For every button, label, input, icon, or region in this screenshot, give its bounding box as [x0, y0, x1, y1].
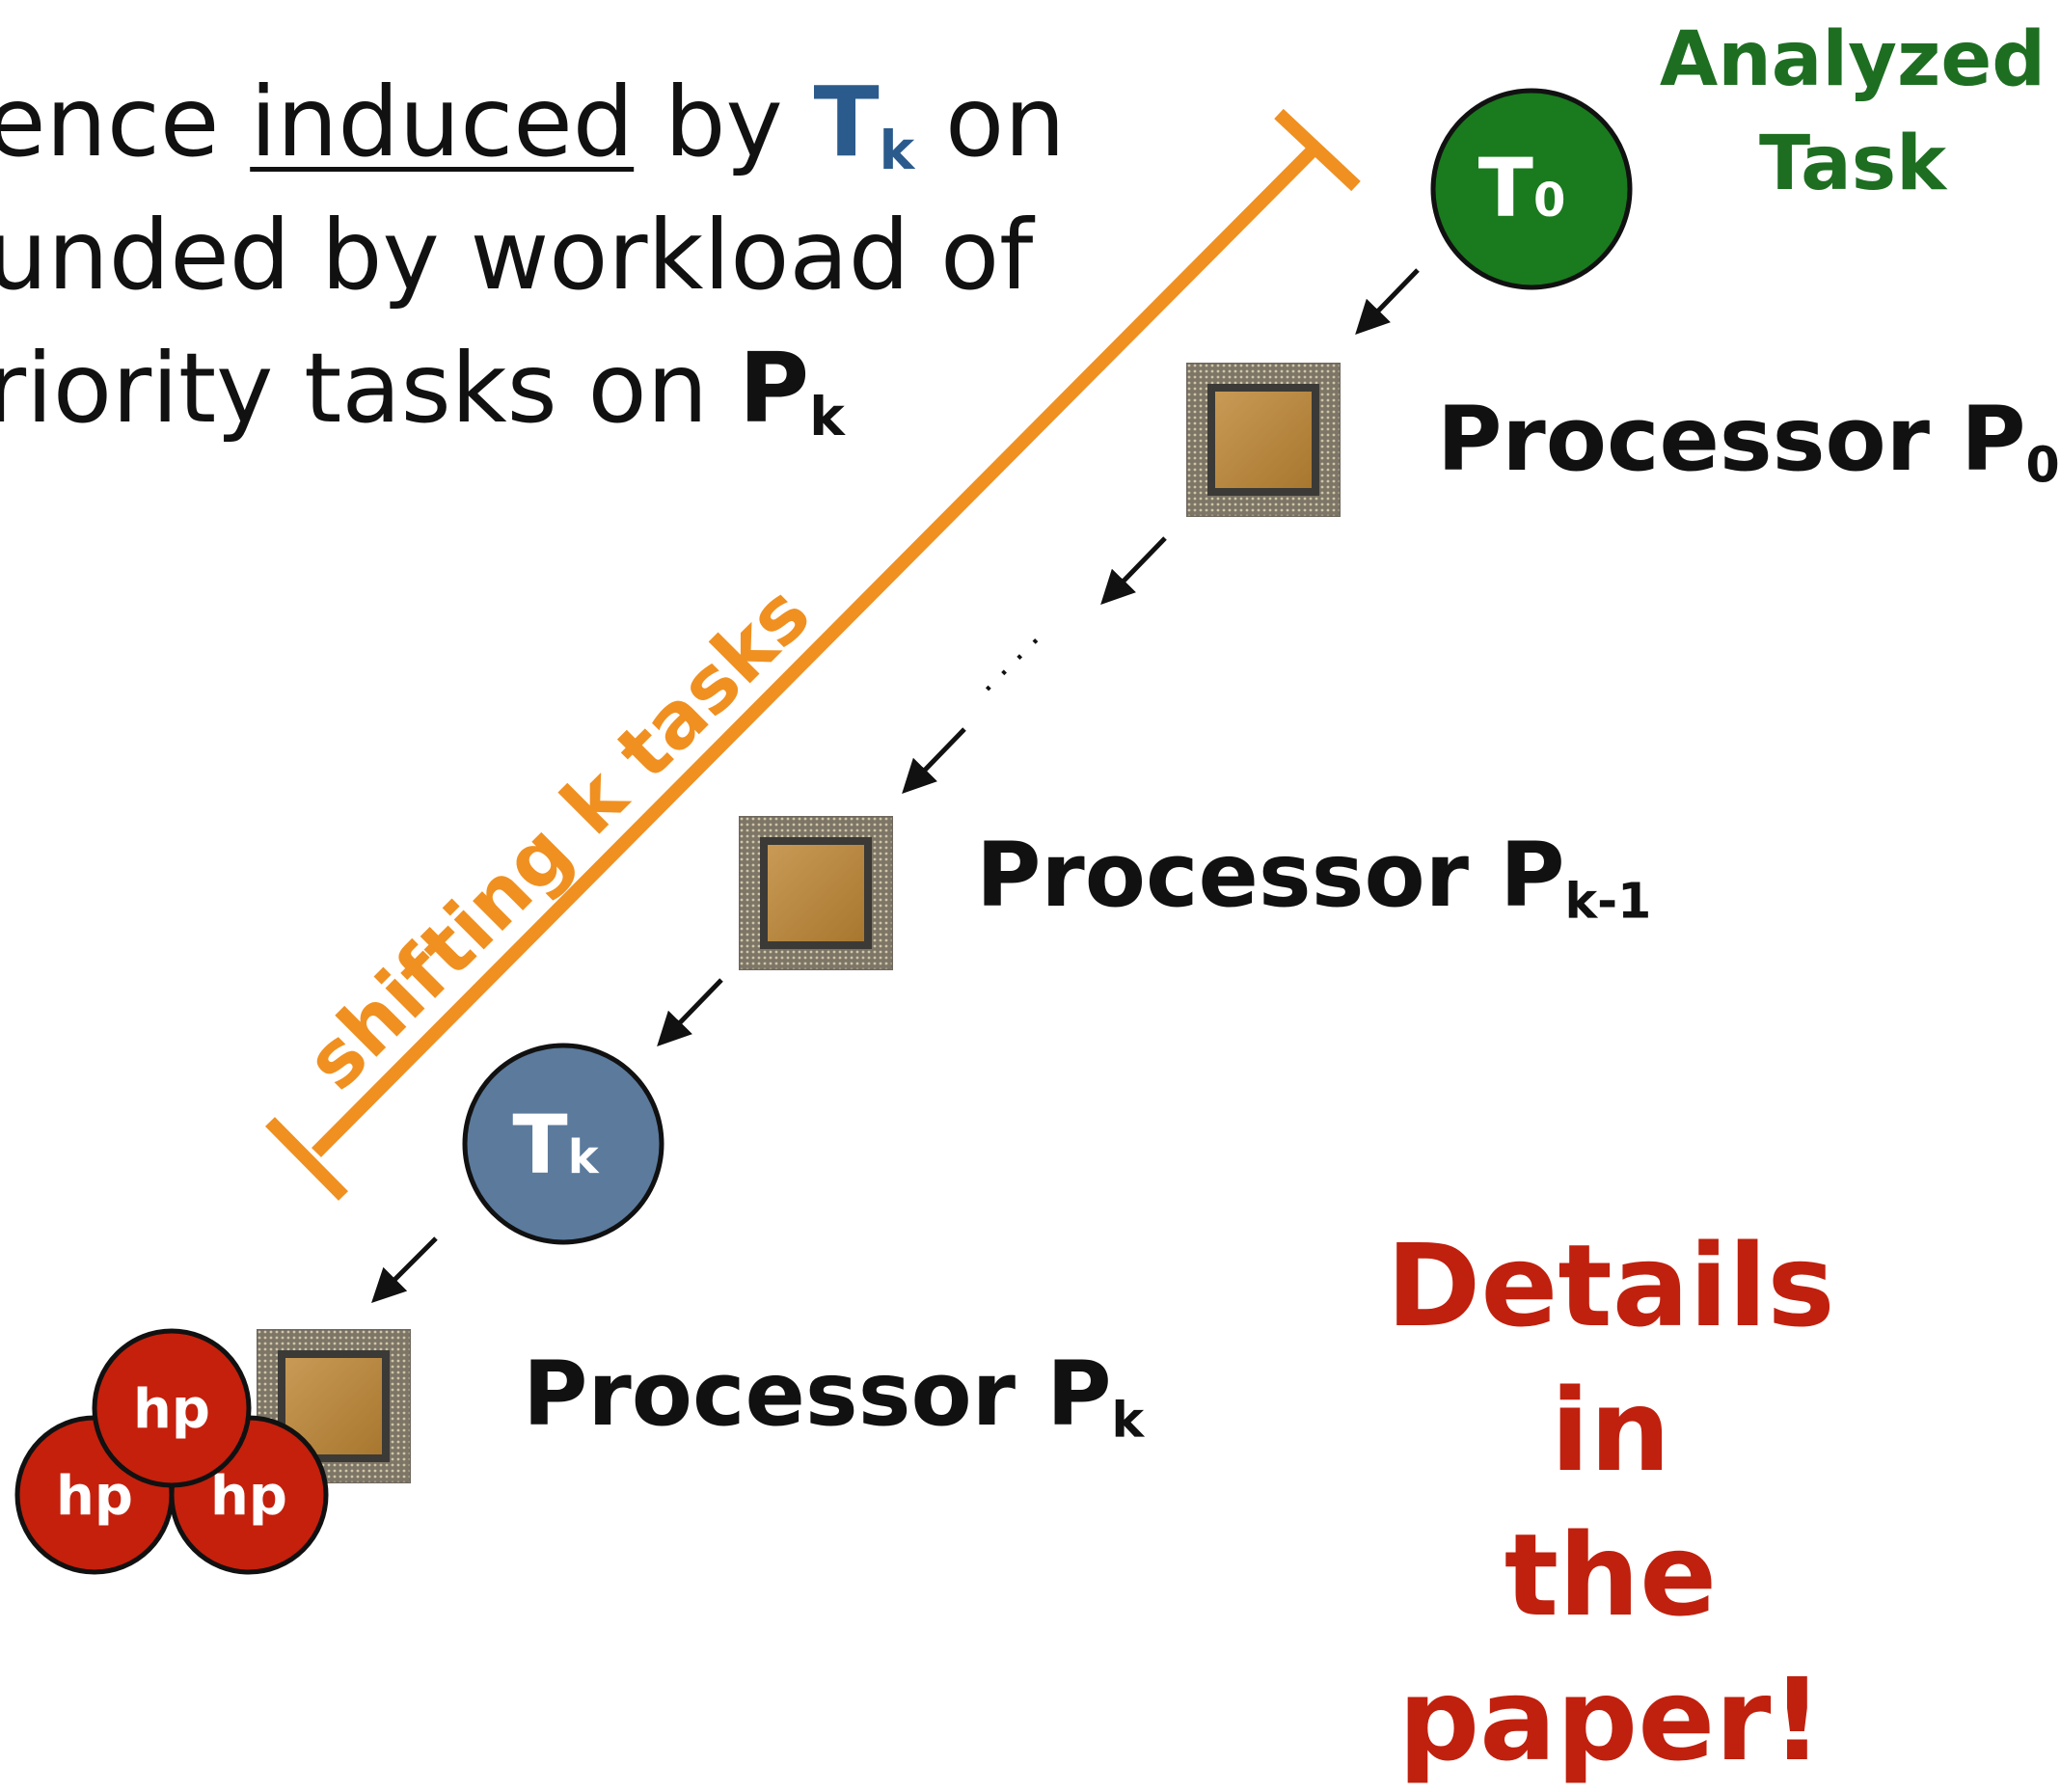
hp-node-top: hp — [92, 1328, 252, 1488]
node-tk: Tk — [462, 1043, 664, 1245]
arrow-tk-to-pk — [371, 1236, 438, 1303]
processor-p0-sub: 0 — [2025, 436, 2060, 494]
processor-p0-prefix: Processor — [1437, 388, 1962, 491]
processor-pk1-prefix: Processor — [976, 824, 1501, 927]
processor-label-pk: Processor Pk — [523, 1346, 1144, 1469]
processor-label-p0: Processor P0 — [1437, 392, 2060, 514]
intro-line-1-prefix: ence — [0, 66, 251, 178]
diagram-canvas: shifting k tasks · · · · T0 Tk hp hp — [14, 88, 1633, 1575]
intro-task-tk: Tk — [813, 66, 915, 181]
chip-icon-pk1 — [739, 816, 893, 970]
svg-text:Tk: Tk — [512, 1098, 599, 1192]
intro-line-1: ence induced by Tk on — [0, 56, 1066, 189]
tk-sub: k — [568, 1130, 600, 1184]
details-line-1: Details in — [1386, 1219, 1835, 1497]
intro-text: ence induced by Tk on unded by workload … — [0, 56, 1066, 455]
t0-sub: 0 — [1533, 174, 1565, 228]
processor-pk-main: P — [1046, 1343, 1112, 1446]
analyzed-task-label: Analyzed Task — [1655, 8, 2050, 216]
tk-main: T — [512, 1098, 567, 1192]
intro-task-sub: k — [879, 119, 915, 181]
chip-icon-p0 — [1186, 363, 1341, 517]
intro-line-2: unded by workload of — [0, 199, 1034, 312]
processor-p0-main: P — [1961, 388, 2026, 491]
node-t0: T0 — [1430, 88, 1633, 290]
analyzed-task-line-2: Task — [1758, 121, 1947, 207]
shifting-bracket — [265, 108, 1361, 1201]
intro-line-3: riority tasks on Pk — [0, 322, 1066, 455]
processor-pk-sub: k — [1111, 1391, 1145, 1449]
intro-proc-main: P — [738, 332, 810, 445]
arrow-t0-to-p0 — [1355, 268, 1420, 336]
processor-pk1-sub: k-1 — [1564, 872, 1652, 930]
intro-line-1-middle: by — [634, 66, 814, 178]
intro-line-3-text: riority tasks on — [0, 332, 739, 445]
intro-proc-sub: k — [809, 385, 845, 448]
details-callout: Details in the paper! — [1312, 1213, 1910, 1792]
flow-arrows — [371, 268, 1420, 1303]
svg-text:hp: hp — [210, 1465, 287, 1528]
arrow-p0-down — [1100, 536, 1167, 606]
intro-underlined-word: induced — [250, 66, 635, 178]
analyzed-task-line-1: Analyzed — [1659, 16, 2046, 103]
intro-line-1-suffix: on — [914, 66, 1066, 178]
svg-text:T0: T0 — [1478, 141, 1566, 235]
intro-task-main: T — [813, 66, 880, 178]
svg-text:hp: hp — [56, 1465, 133, 1528]
processor-label-pk1: Processor Pk-1 — [976, 828, 1651, 950]
processor-pk-prefix: Processor — [523, 1343, 1047, 1446]
ellipsis-dots: · · · · — [971, 624, 1054, 707]
details-line-2: the paper! — [1397, 1508, 1824, 1786]
processor-pk1-main: P — [1500, 824, 1565, 927]
intro-proc-pk: Pk — [738, 332, 845, 448]
arrow-to-pk1 — [902, 727, 966, 795]
arrow-pk1-to-tk — [657, 978, 723, 1047]
t0-main: T — [1478, 141, 1533, 235]
svg-text:hp: hp — [133, 1378, 210, 1441]
hp-cluster: hp hp hp — [14, 1328, 329, 1575]
